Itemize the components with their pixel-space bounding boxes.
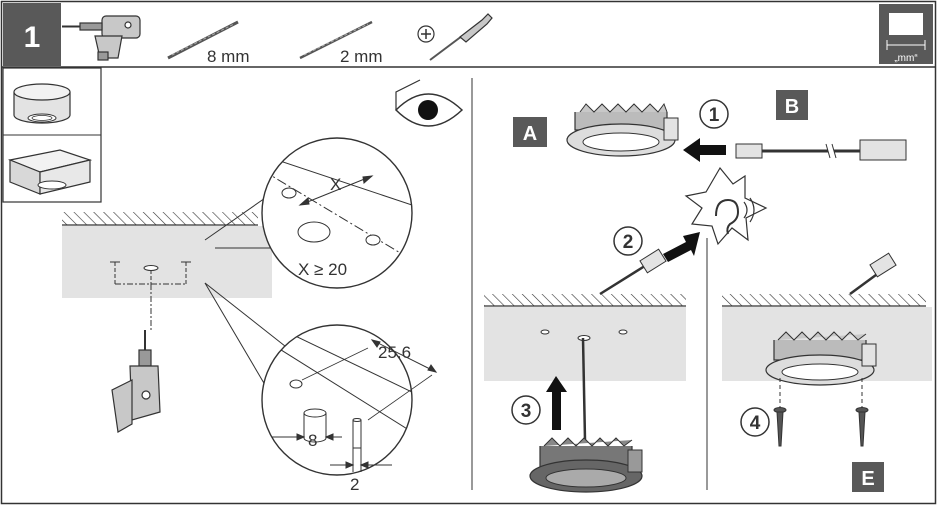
ceiling-hatch-left	[62, 212, 258, 225]
step-4-circle	[740, 407, 770, 437]
drill-marks	[110, 261, 191, 330]
drill-bit-icon	[167, 20, 239, 60]
cable-top	[599, 262, 649, 296]
cable-b	[735, 139, 907, 161]
unit-badge-label: „mm“	[894, 53, 917, 64]
step-4-label: 4	[750, 413, 761, 434]
screw-left	[773, 407, 787, 447]
dimension-8-label: 8	[308, 431, 317, 450]
cable-top-right	[849, 270, 881, 296]
step-1-label: 1	[709, 105, 720, 126]
step-3-label: 3	[521, 401, 532, 422]
ceiling-hatch-right	[722, 294, 926, 306]
light-fixture-inserting	[529, 437, 643, 493]
ceiling-surface-left	[62, 226, 272, 298]
square-light-variant	[7, 149, 93, 195]
detail-bottom	[261, 324, 438, 476]
light-fixture-mounted	[765, 331, 877, 386]
step-2-circle	[613, 226, 643, 256]
part-a-label: A	[523, 123, 537, 145]
cable-through-hole	[581, 337, 587, 441]
part-e-badge	[852, 462, 884, 492]
cable-connector	[639, 248, 667, 274]
drill-bit-2mm-label: 2 mm	[340, 47, 383, 66]
connect-arrow	[663, 232, 700, 262]
screw-right	[855, 407, 869, 447]
unit-badge	[879, 4, 933, 64]
detail-top	[261, 137, 413, 289]
drill-icon	[62, 15, 141, 61]
part-b-label: B	[785, 96, 799, 118]
screwdriver-icon	[417, 13, 493, 61]
ceiling-surface-mid	[484, 307, 686, 381]
part-a-badge	[513, 117, 547, 147]
drill-bit-8mm-label: 8 mm	[207, 47, 250, 66]
step-badge	[3, 3, 61, 66]
dimension-spacing-label: 25.6	[378, 343, 411, 362]
step-number: 1	[24, 21, 41, 54]
round-light-variant	[13, 83, 71, 124]
part-b-badge	[776, 90, 808, 120]
drill-bit-icon	[299, 20, 373, 60]
ceiling-hatch-mid	[484, 294, 686, 306]
dimension-2-label: 2	[350, 475, 359, 494]
part-e-label: E	[861, 468, 874, 490]
insert-arrow	[683, 138, 726, 162]
callout-lines	[204, 195, 291, 391]
step-1-circle	[699, 99, 729, 129]
light-fixture-a	[566, 102, 679, 157]
ear-icon	[684, 166, 768, 246]
eye-icon	[394, 79, 464, 127]
cable-connector-right	[869, 252, 897, 278]
push-up-arrow	[546, 376, 567, 430]
drill-icon	[111, 330, 161, 433]
step-2-label: 2	[623, 232, 634, 253]
dimension-constraint: X ≥ 20	[298, 260, 347, 279]
dimension-x-label: X	[330, 175, 341, 194]
step-3-circle	[511, 395, 541, 425]
